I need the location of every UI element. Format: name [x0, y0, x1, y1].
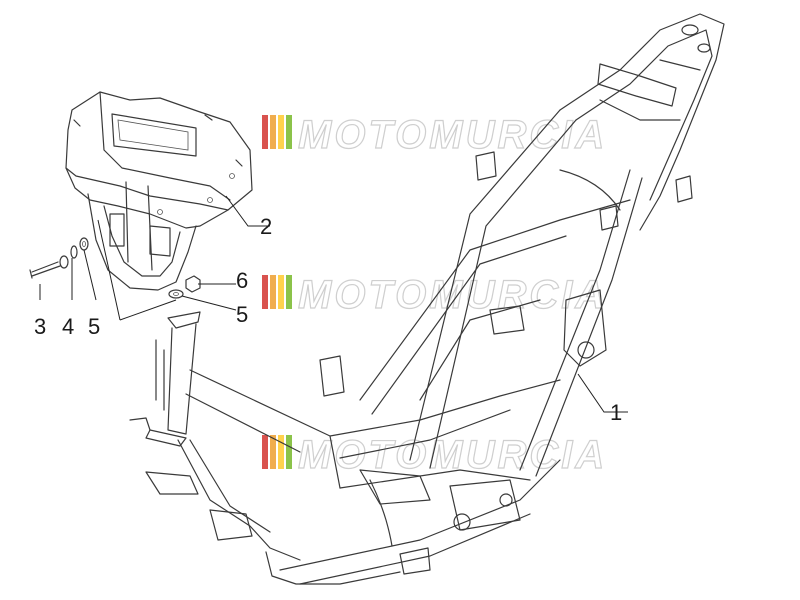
- part-main-frame: [129, 13, 725, 585]
- callout-6: 6: [236, 268, 248, 293]
- watermark-middle: MOTOMURCIA: [262, 272, 607, 318]
- part-front-bracket: [65, 91, 253, 291]
- part-washer-4: [70, 245, 78, 259]
- part-washer-5b: [168, 289, 184, 299]
- watermark-text: MOTOMURCIA: [298, 433, 607, 477]
- watermark-text: MOTOMURCIA: [298, 113, 607, 157]
- watermark-bottom: MOTOMURCIA: [262, 432, 607, 478]
- callout-5-right: 5: [236, 302, 248, 327]
- callout-3: 3: [34, 314, 46, 339]
- watermark-text: MOTOMURCIA: [298, 273, 607, 317]
- callout-2: 2: [260, 214, 272, 239]
- leader-lines: [39, 195, 628, 413]
- callout-4: 4: [62, 314, 74, 339]
- part-washer-5: [79, 237, 89, 251]
- watermark-top: MOTOMURCIA: [262, 112, 607, 158]
- part-nut-6: [185, 275, 201, 293]
- callout-5-left: 5: [88, 314, 100, 339]
- part-bolt: [29, 255, 69, 279]
- callout-1: 1: [610, 400, 622, 425]
